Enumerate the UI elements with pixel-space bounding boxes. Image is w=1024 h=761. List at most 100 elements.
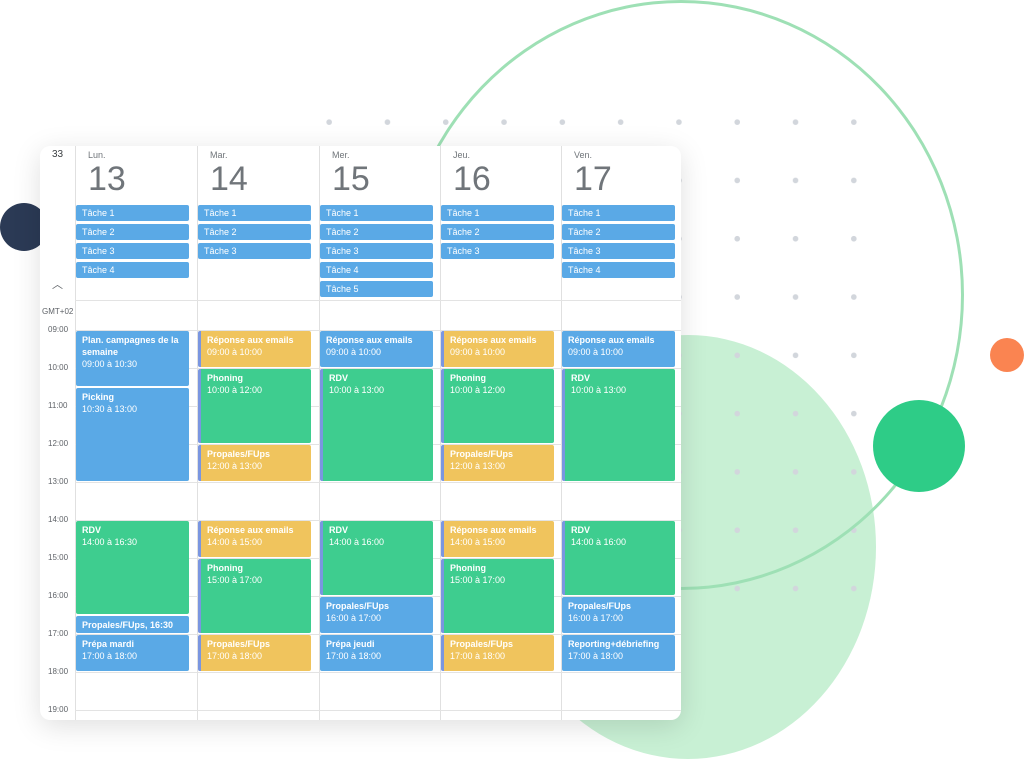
column-divider (440, 146, 441, 720)
all-day-task[interactable]: Tâche 5 (320, 281, 433, 297)
hour-label: 09:00 (48, 325, 69, 334)
day-header[interactable]: Jeu.16 (440, 146, 561, 202)
calendar-event[interactable]: Phoning 10:00 à 12:00 (198, 369, 311, 443)
all-day-task[interactable]: Tâche 1 (198, 205, 311, 221)
event-time: 14:00 à 15:00 (450, 537, 506, 547)
day-name: Mer. (332, 150, 350, 160)
all-day-task[interactable]: Tâche 3 (198, 243, 311, 259)
event-time: 12:00 à 13:00 (450, 461, 506, 471)
event-time: 16:00 à 17:00 (326, 613, 382, 623)
event-title: Propales/FUps (450, 639, 514, 649)
event-title: Reporting+débriefing (568, 639, 660, 649)
calendar-event[interactable]: Reporting+débriefing 17:00 à 18:00 (562, 635, 675, 671)
hour-label: 18:00 (48, 667, 69, 676)
event-title: Réponse aux emails (326, 335, 413, 345)
chevron-up-icon[interactable]: ︿ (52, 279, 63, 291)
hour-label: 12:00 (48, 439, 69, 448)
calendar-event[interactable]: Prépa jeudi 17:00 à 18:00 (320, 635, 433, 671)
calendar-event[interactable]: Propales/FUps, 16:30 (76, 616, 189, 633)
day-number[interactable]: 17 (574, 160, 612, 198)
day-header[interactable]: Ven.17 (561, 146, 681, 202)
all-day-task[interactable]: Tâche 1 (320, 205, 433, 221)
background-orange-circle (990, 338, 1024, 372)
hour-label: 14:00 (48, 515, 69, 524)
event-time: 09:00 à 10:00 (207, 347, 263, 357)
all-day-task[interactable]: Tâche 1 (441, 205, 554, 221)
all-day-task[interactable]: Tâche 3 (562, 243, 675, 259)
event-time: 14:00 à 16:30 (82, 537, 138, 547)
all-day-task[interactable]: Tâche 3 (320, 243, 433, 259)
event-title: Picking (82, 392, 115, 402)
event-title: Propales/FUps, 16:30 (82, 620, 174, 630)
event-title: Propales/FUps (207, 639, 271, 649)
event-time: 17:00 à 18:00 (568, 651, 624, 661)
event-time: 10:00 à 13:00 (571, 385, 627, 395)
event-time: 16:00 à 17:00 (568, 613, 624, 623)
hour-gridline (75, 520, 681, 521)
hour-label: 16:00 (48, 591, 69, 600)
event-title: RDV (329, 525, 349, 535)
day-number[interactable]: 15 (332, 160, 370, 198)
calendar-event[interactable]: Propales/FUps 17:00 à 18:00 (441, 635, 554, 671)
calendar-event[interactable]: RDV 14:00 à 16:00 (320, 521, 433, 595)
event-time: 14:00 à 16:00 (329, 537, 385, 547)
all-day-task[interactable]: Tâche 2 (441, 224, 554, 240)
day-number[interactable]: 16 (453, 160, 491, 198)
calendar-event[interactable]: Réponse aux emails 14:00 à 15:00 (198, 521, 311, 557)
day-number[interactable]: 13 (88, 160, 126, 198)
event-time: 14:00 à 15:00 (207, 537, 263, 547)
hour-gridline (75, 672, 681, 673)
event-time: 17:00 à 18:00 (450, 651, 506, 661)
column-divider (197, 146, 198, 720)
event-title: Phoning (207, 563, 243, 573)
hour-label: 19:00 (48, 705, 69, 714)
event-time: 17:00 à 18:00 (326, 651, 382, 661)
day-header[interactable]: Lun.13 (75, 146, 196, 202)
all-day-task[interactable]: Tâche 2 (320, 224, 433, 240)
all-day-task[interactable]: Tâche 1 (76, 205, 189, 221)
event-time: 12:00 à 13:00 (207, 461, 263, 471)
day-header[interactable]: Mar.14 (197, 146, 318, 202)
hour-label: 17:00 (48, 629, 69, 638)
all-day-task[interactable]: Tâche 2 (198, 224, 311, 240)
event-time: 10:00 à 12:00 (450, 385, 506, 395)
day-header[interactable]: Mer.15 (319, 146, 440, 202)
event-title: Réponse aux emails (450, 335, 537, 345)
all-day-task[interactable]: Tâche 2 (76, 224, 189, 240)
event-title: Phoning (207, 373, 243, 383)
event-time: 10:00 à 12:00 (207, 385, 263, 395)
hour-label: 13:00 (48, 477, 69, 486)
all-day-task[interactable]: Tâche 1 (562, 205, 675, 221)
all-day-task[interactable]: Tâche 4 (76, 262, 189, 278)
all-day-task[interactable]: Tâche 3 (76, 243, 189, 259)
all-day-task[interactable]: Tâche 2 (562, 224, 675, 240)
event-title: Réponse aux emails (207, 525, 294, 535)
day-number[interactable]: 14 (210, 160, 248, 198)
column-divider (75, 146, 76, 720)
all-day-task[interactable]: Tâche 4 (562, 262, 675, 278)
event-title: Prépa jeudi (326, 639, 375, 649)
all-day-task[interactable]: Tâche 4 (320, 262, 433, 278)
all-day-task[interactable]: Tâche 3 (441, 243, 554, 259)
